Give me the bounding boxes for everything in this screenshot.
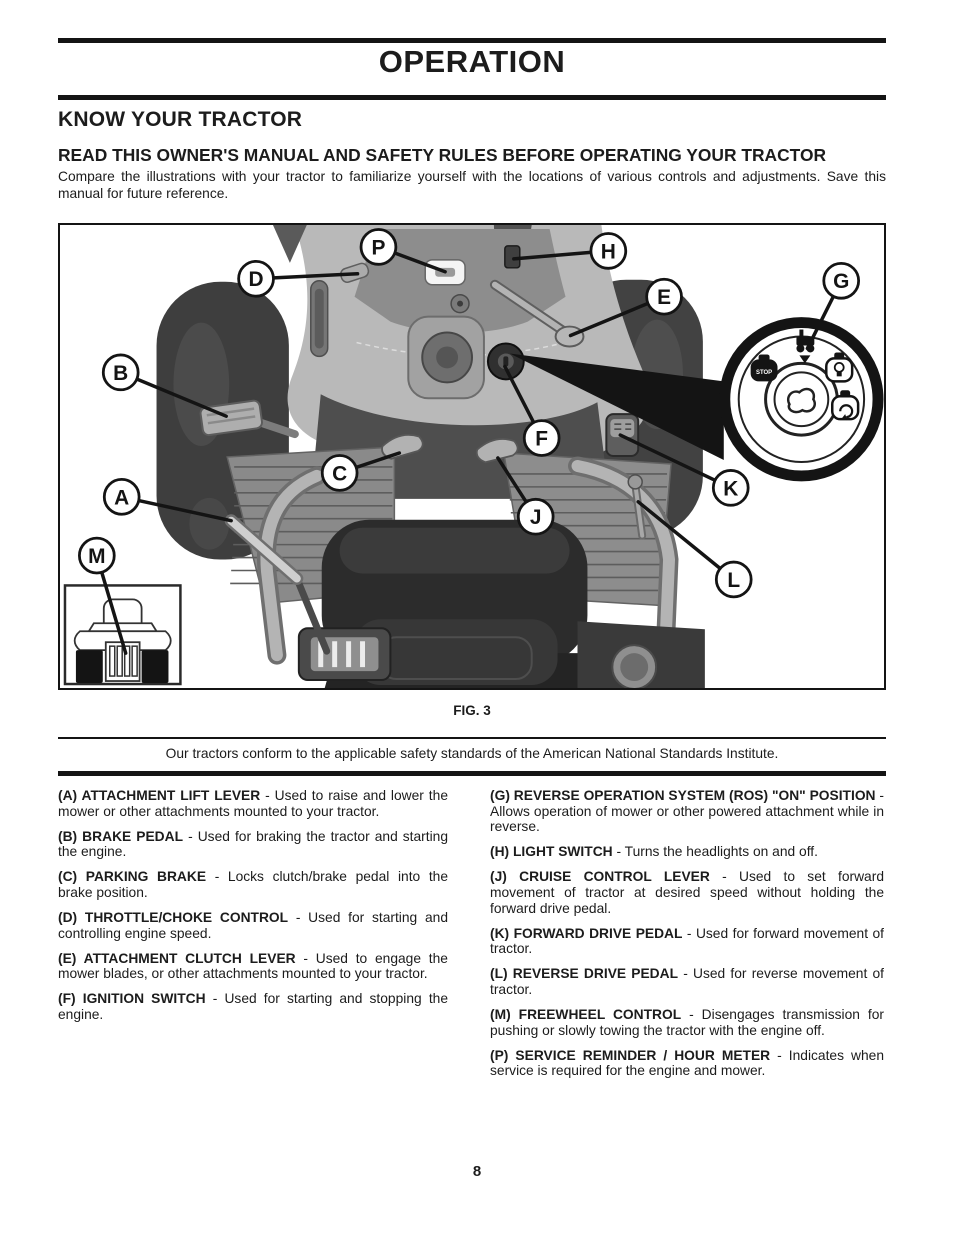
- tractor-body: [156, 225, 705, 688]
- control-item-e: (E) ATTACHMENT CLUTCH LEVER - Used to en…: [58, 951, 448, 982]
- control-desc-p: - Indicates when service is required for…: [490, 1047, 885, 1079]
- control-item-l: (L) REVERSE DRIVE PEDAL - Used for rever…: [490, 966, 884, 997]
- control-item-f: (F) IGNITION SWITCH - Used for starting …: [58, 991, 448, 1022]
- svg-text:L: L: [727, 569, 740, 592]
- control-label-g: (G) REVERSE OPERATION SYSTEM (ROS) "ON" …: [490, 788, 876, 803]
- control-desc-j: - Used to set forward movement of tracto…: [490, 869, 884, 916]
- reverse-drive-pedal: [627, 474, 643, 490]
- dial-stop-position-icon: STOP: [750, 354, 778, 382]
- dial-stop-label: STOP: [756, 370, 772, 376]
- svg-text:K: K: [723, 477, 738, 500]
- callout-g: G: [822, 261, 861, 300]
- magnifier-wedge: [509, 353, 724, 460]
- control-label-b: (B) BRAKE PEDAL: [58, 828, 184, 844]
- page-number: 8: [472, 1163, 482, 1180]
- svg-text:P: P: [371, 236, 385, 259]
- svg-text:D: D: [249, 268, 264, 291]
- title-underline-rule: [58, 95, 886, 100]
- control-desc-b: - Used for braking the tractor and start…: [58, 828, 449, 860]
- figure-caption: FIG. 3: [453, 703, 491, 718]
- control-label-e: (E) ATTACHMENT CLUTCH LEVER: [58, 950, 296, 966]
- svg-text:B: B: [113, 362, 128, 385]
- seat: [321, 519, 590, 688]
- control-label-l: (L) REVERSE DRIVE PEDAL: [490, 966, 679, 982]
- callout-e: E: [645, 277, 683, 316]
- callout-l: L: [714, 560, 753, 599]
- control-desc-a: - Used to raise and lower the mower or o…: [58, 788, 448, 819]
- control-label-j: (J) CRUISE CONTROL LEVER: [490, 869, 710, 885]
- ignition-dial-inset: STOP: [719, 317, 884, 482]
- standards-note: Our tractors conform to the applicable s…: [165, 746, 779, 761]
- control-item-j: (J) CRUISE CONTROL LEVER - Used to set f…: [490, 869, 884, 916]
- control-item-c: (C) PARKING BRAKE - Locks clutch/brake p…: [58, 869, 448, 900]
- control-desc-h: - Turns the headlights on and off.: [616, 844, 818, 860]
- tractor-illustration: STOP: [63, 225, 884, 688]
- control-item-b: (B) BRAKE PEDAL - Used for braking the t…: [58, 829, 448, 860]
- read-warning: READ THIS OWNER'S MANUAL AND SAFETY RULE…: [58, 145, 827, 165]
- control-item-p: (P) SERVICE REMINDER / HOUR METER - Indi…: [490, 1048, 884, 1079]
- brake-pedal: [199, 399, 299, 439]
- control-item-d: (D) THROTTLE/CHOKE CONTROL - Used for st…: [58, 910, 448, 941]
- control-label-c: (C) PARKING BRAKE: [58, 869, 207, 885]
- dial-start-position-icon: [831, 390, 860, 421]
- dial-light-position-icon: [825, 352, 854, 383]
- callout-p: P: [359, 228, 398, 266]
- callout-d: D: [237, 259, 275, 298]
- intro-paragraph: Compare the illustrations with your trac…: [58, 169, 886, 201]
- control-label-h: (H) LIGHT SWITCH: [490, 844, 613, 860]
- section-heading: KNOW YOUR TRACTOR: [58, 108, 303, 131]
- control-item-k: (K) FORWARD DRIVE PEDAL - Used for forwa…: [490, 926, 884, 957]
- note-top-rule: [58, 737, 886, 739]
- control-desc-c: - Locks clutch/brake pedal into the brak…: [58, 869, 448, 900]
- callout-h: H: [589, 232, 628, 270]
- control-desc-m: - Disengages transmission for pushing or…: [490, 1007, 884, 1038]
- control-label-d: (D) THROTTLE/CHOKE CONTROL: [58, 910, 289, 926]
- control-desc-g: - Allows operation of mower or other pow…: [490, 788, 884, 835]
- attachment-lift-lever: [224, 514, 392, 682]
- page-title: OPERATION: [378, 44, 566, 79]
- svg-text:F: F: [535, 428, 548, 451]
- figure-callouts: P H D G E B F C K A J M L: [78, 228, 861, 599]
- cruise-control-lever: [475, 438, 519, 464]
- svg-text:H: H: [601, 240, 616, 263]
- control-desc-l: - Used for reverse movement of tractor.: [490, 966, 884, 997]
- callout-m: M: [78, 536, 116, 575]
- control-item-g: (G) REVERSE OPERATION SYSTEM (ROS) "ON" …: [490, 788, 884, 835]
- svg-text:G: G: [833, 270, 849, 293]
- control-item-m: (M) FREEWHEEL CONTROL - Disengages trans…: [490, 1007, 884, 1038]
- control-item-h: (H) LIGHT SWITCH - Turns the headlights …: [490, 844, 884, 860]
- controls-column-left: (A) ATTACHMENT LIFT LEVER - Used to rais…: [58, 788, 448, 1032]
- svg-text:E: E: [657, 286, 671, 309]
- callout-b: B: [101, 353, 140, 392]
- control-desc-d: - Used for starting and controlling engi…: [58, 910, 448, 941]
- callout-c: C: [320, 454, 359, 492]
- callout-k: K: [711, 469, 750, 507]
- key-slot: [786, 387, 816, 414]
- control-label-f: (F) IGNITION SWITCH: [58, 991, 206, 1007]
- parking-brake: [381, 434, 424, 460]
- control-label-k: (K) FORWARD DRIVE PEDAL: [490, 925, 683, 941]
- control-desc-e: - Used to engage the mower blades, or ot…: [58, 950, 448, 982]
- tractor-figure: STOP: [58, 223, 886, 690]
- control-item-a: (A) ATTACHMENT LIFT LEVER - Used to rais…: [58, 788, 448, 819]
- svg-text:J: J: [530, 506, 542, 529]
- top-rule: [58, 38, 886, 43]
- note-bottom-rule: [58, 771, 886, 776]
- controls-column-right: (G) REVERSE OPERATION SYSTEM (ROS) "ON" …: [490, 788, 884, 1088]
- svg-text:A: A: [114, 486, 129, 509]
- control-label-m: (M) FREEWHEEL CONTROL: [490, 1007, 682, 1023]
- callout-f: F: [522, 419, 561, 457]
- control-label-p: (P) SERVICE REMINDER / HOUR METER: [490, 1047, 771, 1063]
- control-desc-f: - Used for starting and stopping the eng…: [58, 991, 448, 1023]
- svg-text:C: C: [332, 462, 347, 485]
- callout-j: J: [516, 497, 555, 536]
- svg-text:M: M: [88, 545, 105, 568]
- callout-a: A: [102, 478, 141, 516]
- freewheel-inset: [63, 584, 182, 686]
- control-desc-k: - Used for forward movement of tractor.: [490, 925, 884, 957]
- control-label-a: (A) ATTACHMENT LIFT LEVER: [58, 788, 261, 803]
